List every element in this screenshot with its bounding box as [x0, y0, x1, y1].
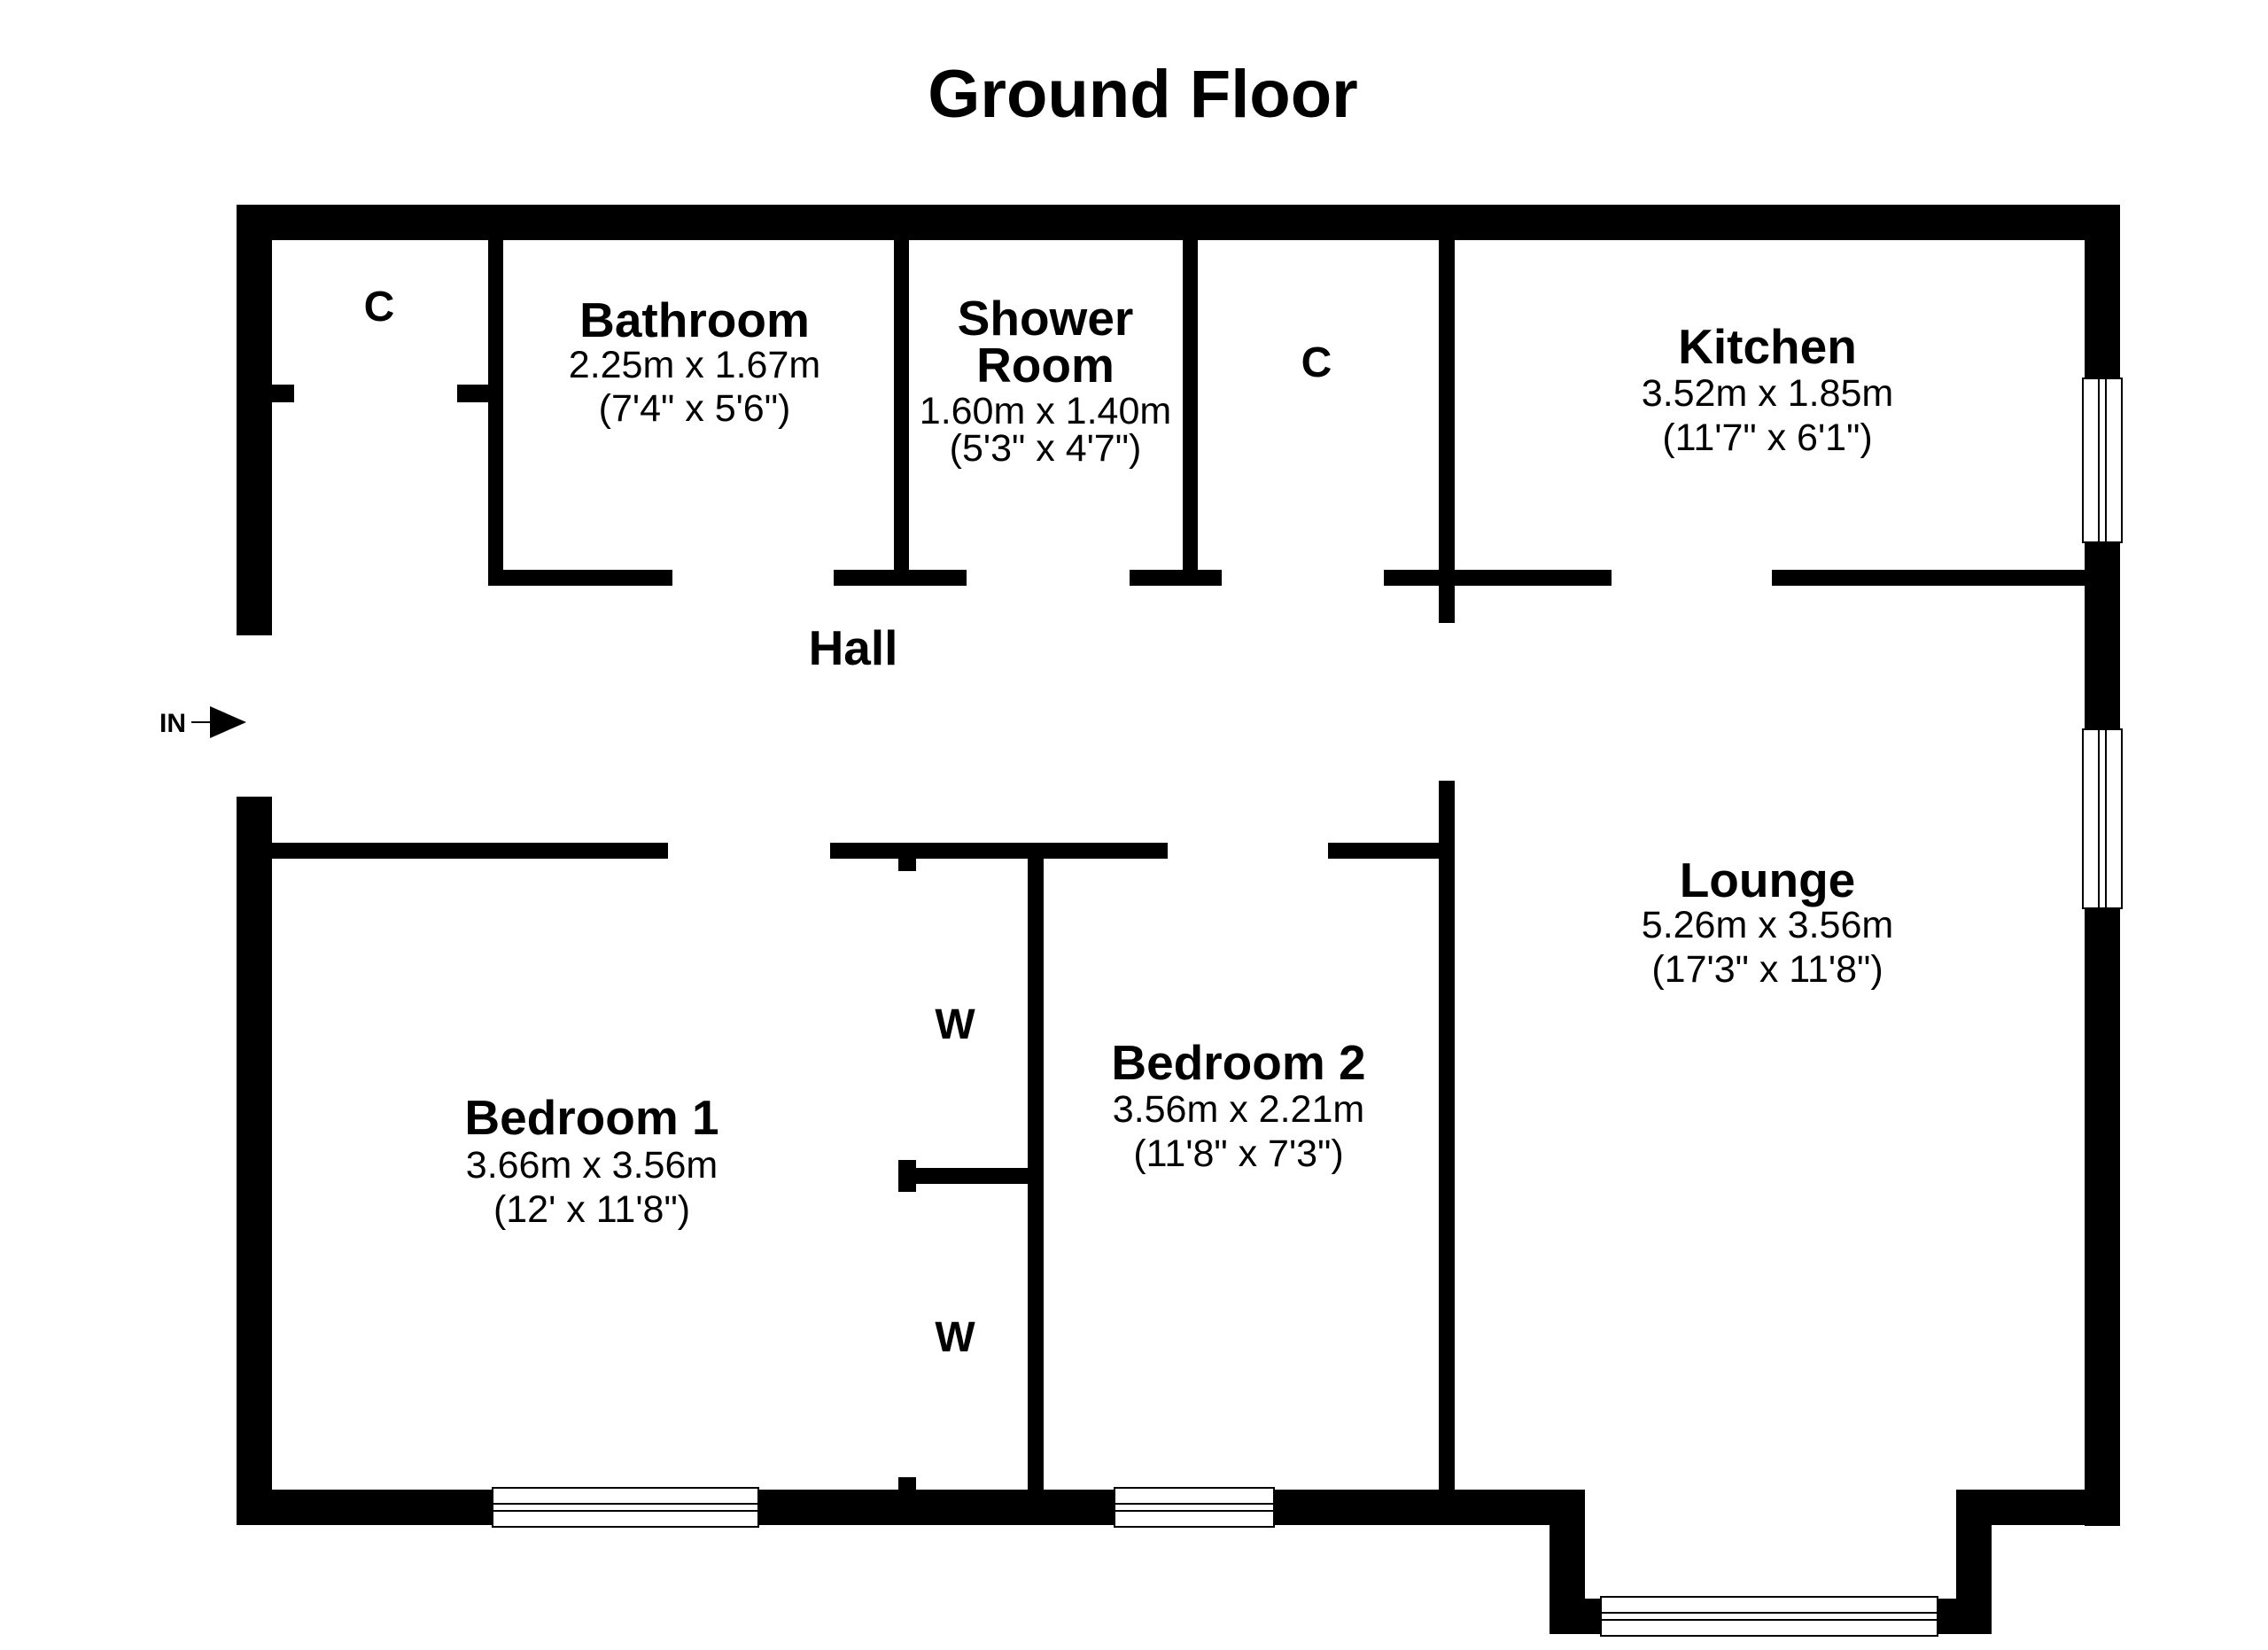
- wardrobe-stub-bottom: [898, 1477, 916, 1490]
- window-lounge-bay: [1600, 1596, 1938, 1637]
- interior-walls: [272, 240, 2085, 1490]
- bathroom-dim-metric: 2.25m x 1.67m: [569, 344, 820, 386]
- window-bedroom2: [1114, 1487, 1275, 1528]
- bathroom-bottom-wall: [488, 570, 672, 586]
- bedroom2-dim-imperial: (11'8" x 7'3"): [1133, 1132, 1343, 1175]
- lounge-dim-imperial: (17'3" x 11'8"): [1651, 948, 1883, 991]
- bathroom-shower-wall: [894, 240, 909, 586]
- shower-room-name-line2: Room: [976, 338, 1115, 393]
- bathroom-name: Bathroom: [579, 292, 810, 347]
- bathroom-left-wall: [488, 240, 503, 586]
- left-wall-upper: [237, 205, 272, 635]
- bedroom1-top-wall-right: [830, 843, 1168, 859]
- lounge-dim-metric: 5.26m x 3.56m: [1642, 904, 1893, 946]
- plan-title: Ground Floor: [928, 57, 1357, 132]
- shower-room-name-line1: Shower: [958, 291, 1134, 346]
- kitchen-bottom-wall-right: [1772, 570, 2085, 586]
- bedroom2-label: Bedroom 2 3.56m x 2.21m (11'8" x 7'3"): [1111, 1035, 1365, 1175]
- shower-room-label: Shower Room 1.60m x 1.40m (5'3" x 4'7"): [920, 291, 1171, 470]
- bedroom2-name: Bedroom 2: [1111, 1035, 1365, 1090]
- shower-bottom-wall-left: [834, 570, 967, 586]
- hall-label: Hall: [809, 620, 898, 675]
- bedroom2-top-wall-right: [1328, 843, 1441, 859]
- kitchen-dim-metric: 3.52m x 1.85m: [1642, 372, 1893, 415]
- entrance-label: IN: [159, 709, 186, 738]
- bathroom-label: Bathroom 2.25m x 1.67m (7'4" x 5'6"): [569, 292, 820, 430]
- shower-room-dim-metric: 1.60m x 1.40m: [920, 390, 1171, 432]
- wardrobe-divider: [898, 1168, 1030, 1184]
- entrance-marker: IN: [159, 706, 246, 738]
- shower-right-wall: [1183, 240, 1198, 586]
- lounge-left-wall: [1439, 781, 1455, 1490]
- wardrobe-upper-label: W: [935, 1001, 975, 1048]
- entrance-arrow-icon: [210, 706, 246, 738]
- bedroom1-dim-imperial: (12' x 11'8"): [493, 1188, 690, 1231]
- left-wall-lower: [237, 797, 272, 1525]
- bedroom1-label: Bedroom 1 3.66m x 3.56m (12' x 11'8"): [464, 1090, 718, 1231]
- kitchen-dim-imperial: (11'7" x 6'1"): [1662, 416, 1872, 459]
- kitchen-name: Kitchen: [1678, 319, 1857, 374]
- lounge-label: Lounge 5.26m x 3.56m (17'3" x 11'8"): [1642, 852, 1893, 991]
- kitchen-bottom-wall-left: [1384, 570, 1612, 586]
- kitchen-left-wall: [1439, 240, 1455, 623]
- window-bedroom1: [492, 1487, 759, 1528]
- cupboard-mid-label: C: [1301, 339, 1332, 386]
- bay-top-right-wall: [1956, 1490, 2120, 1525]
- cupboard-stub-left: [272, 385, 294, 402]
- cupboard-left-label: C: [364, 284, 395, 331]
- bedroom1-name: Bedroom 1: [464, 1090, 718, 1145]
- window-kitchen: [2082, 377, 2123, 543]
- bathroom-dim-imperial: (7'4" x 5'6"): [599, 387, 791, 430]
- windows: [492, 377, 2123, 1637]
- wardrobe-stub-top: [898, 859, 916, 871]
- top-wall: [237, 205, 2120, 240]
- wardrobe-lower-label: W: [935, 1314, 975, 1361]
- window-lounge-side: [2082, 728, 2123, 909]
- shower-bottom-wall-right: [1130, 570, 1222, 586]
- bedroom2-dim-metric: 3.56m x 2.21m: [1113, 1088, 1364, 1131]
- bedroom1-dim-metric: 3.66m x 3.56m: [466, 1144, 718, 1187]
- cupboard-stub-right: [457, 385, 493, 402]
- wardrobe-divider-cap: [898, 1160, 916, 1192]
- bedroom1-top-wall-left: [272, 843, 668, 859]
- kitchen-label: Kitchen 3.52m x 1.85m (11'7" x 6'1"): [1642, 319, 1893, 459]
- shower-room-dim-imperial: (5'3" x 4'7"): [950, 427, 1142, 470]
- lounge-name: Lounge: [1680, 852, 1856, 907]
- bedroom2-left-wall: [1028, 859, 1044, 1490]
- bottom-wall: [237, 1490, 1585, 1525]
